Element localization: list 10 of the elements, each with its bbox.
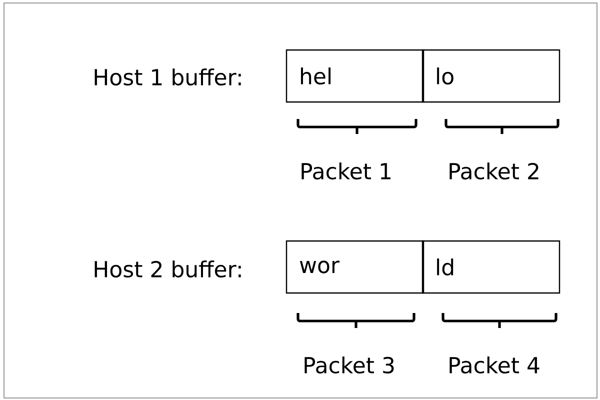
buffer-cell: wor (286, 240, 424, 294)
label: Packet 3 (304, 356, 394, 374)
label: Packet 1 (302, 162, 390, 180)
label: Packet 2 (450, 162, 538, 180)
buffer-cell: hel (286, 49, 424, 103)
buffer-cell: lo (422, 49, 560, 103)
label: Packet 4 (450, 356, 540, 374)
label: Host 2 buffer: (94, 260, 241, 278)
buffer-cell: ld (422, 240, 560, 294)
label: Host 1 buffer: (94, 68, 241, 86)
